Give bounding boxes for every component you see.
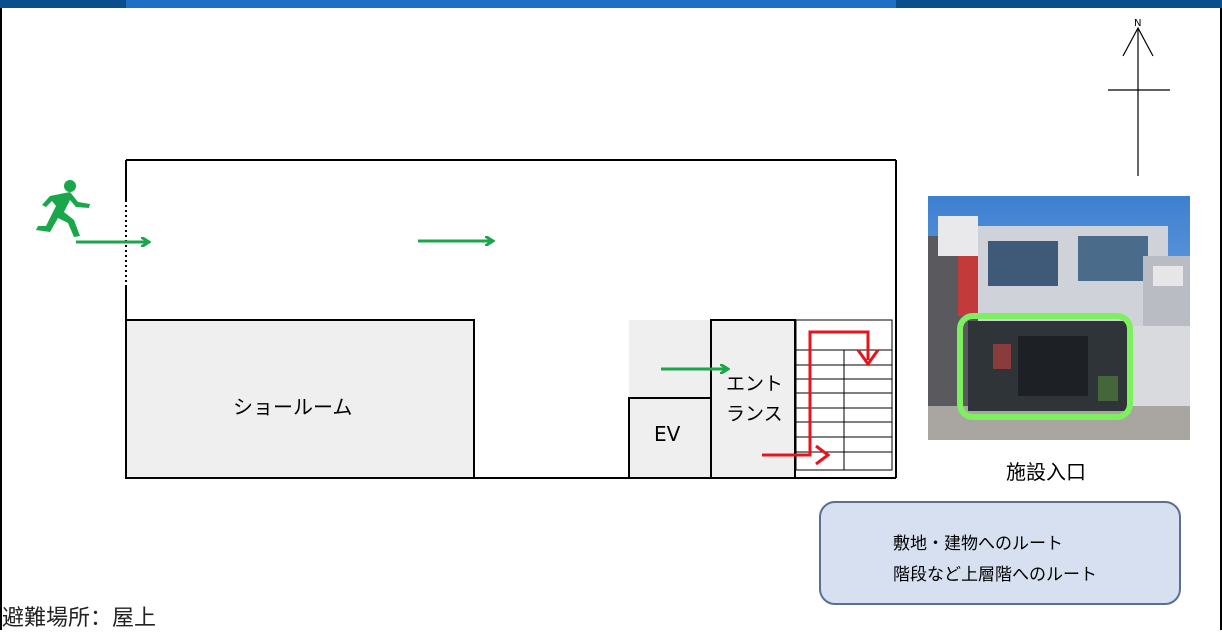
site-route-arrows [76,241,727,369]
stair-route-arrow [762,330,880,466]
top-bar-accent [126,0,896,8]
entrance-label-line2: ランス [726,403,783,425]
legend-item-stair-route: 階段など上層階へのルート [893,565,1097,585]
top-bar [0,0,1222,8]
facility-entrance-photo [928,196,1190,440]
north-arrow-icon [1108,26,1170,176]
legend-item-site-route: 敷地・建物へのルート [893,534,1063,554]
staircase [795,319,893,471]
lobby-area [629,320,711,398]
entrance-label-line1: エント [726,373,784,395]
photo-caption: 施設入口 [1006,460,1086,484]
north-label: N [1134,18,1141,29]
showroom-label: ショールーム [233,395,353,419]
entrance-room [710,319,796,479]
showroom-room [125,319,475,479]
route-legend: 敷地・建物へのルート 階段など上層階へのルート [819,501,1181,605]
exit-running-man-icon [36,180,90,237]
evacuation-place-label: 避難場所：屋上 [2,606,157,631]
elevator-label: EV [654,422,681,446]
